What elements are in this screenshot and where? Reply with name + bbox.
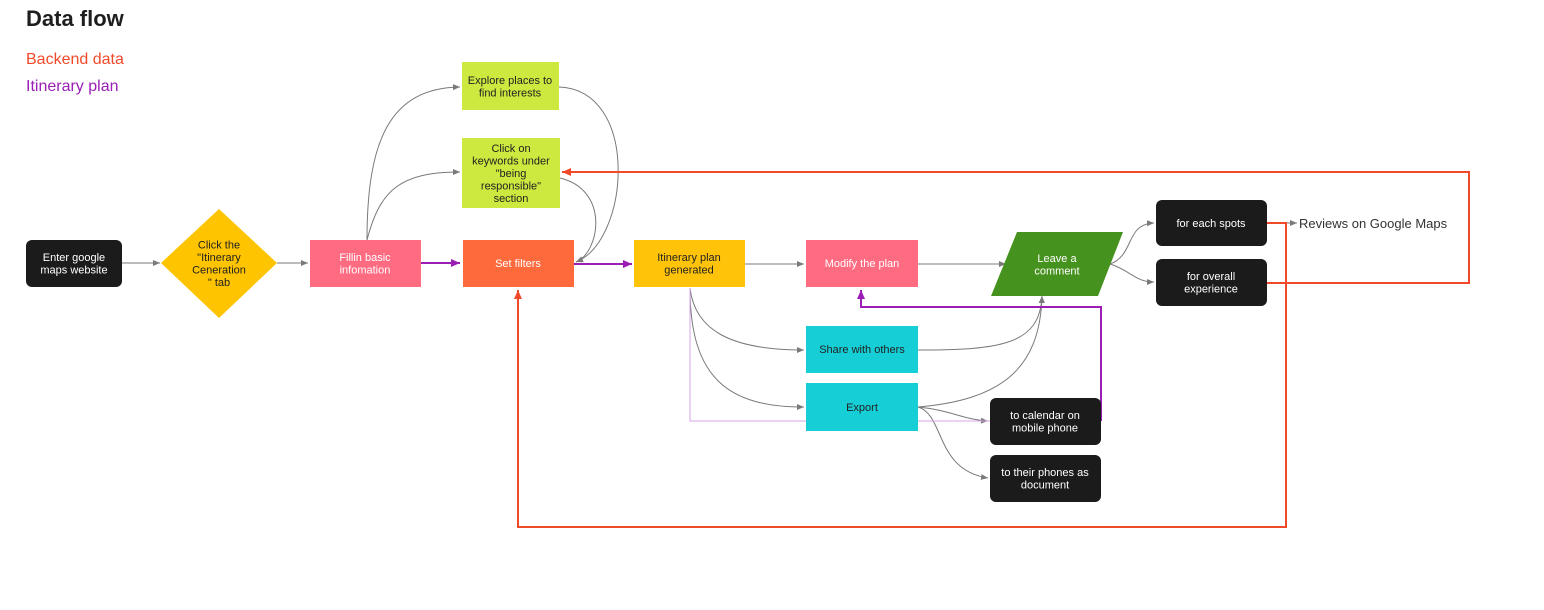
node-label-overall-line-2: experience xyxy=(1184,283,1238,295)
node-label-generated-line-2: generated xyxy=(664,264,714,276)
node-click-itinerary-tab[interactable] xyxy=(161,209,277,318)
diagram-title: Data flow xyxy=(26,6,124,31)
node-label-keywords-line-2: keywords under xyxy=(472,156,550,168)
edge-comment-to-each-spot xyxy=(1109,220,1155,265)
node-label-export-line-1: Export xyxy=(846,402,878,414)
edge-generated-to-export xyxy=(689,287,805,410)
node-label-click-tab-line-2: "Itinerary xyxy=(197,252,241,264)
node-set-filters[interactable] xyxy=(463,240,574,287)
node-label-keywords-line-1: Click on xyxy=(491,143,530,155)
node-leave-comment[interactable] xyxy=(991,232,1123,296)
reviews-on-google-maps-label: Reviews on Google Maps xyxy=(1299,216,1448,231)
node-label-enter-line-2: maps website xyxy=(40,264,107,276)
node-for-overall-experience[interactable] xyxy=(1156,259,1267,306)
backend-lines xyxy=(514,168,1470,528)
node-label-keywords-line-5: section xyxy=(494,193,529,205)
node-label-phones-doc-line-2: document xyxy=(1021,479,1069,491)
edge-overall-to-keywords xyxy=(562,168,1470,284)
node-label-share-line-1: Share with others xyxy=(819,344,905,356)
node-label-fill-info-line-1: Fillin basic xyxy=(339,252,391,264)
node-export[interactable] xyxy=(806,383,918,431)
node-label-explore-line-1: Explore places to xyxy=(468,75,552,87)
node-label-click-tab-line-3: Ceneration xyxy=(192,264,246,276)
node-label-generated-line-1: Itinerary plan xyxy=(657,252,721,264)
node-label-enter-line-1: Enter google xyxy=(43,252,105,264)
node-label-phones-doc-line-1: to their phones as xyxy=(1001,467,1089,479)
node-for-each-spots[interactable] xyxy=(1156,200,1267,246)
node-label-fill-info-line-2: infomation xyxy=(340,264,391,276)
edge-share-to-comment xyxy=(917,295,1045,351)
node-to-calendar[interactable] xyxy=(990,398,1101,445)
edge-keywords-to-set-filters xyxy=(559,177,597,263)
node-itinerary-generated[interactable] xyxy=(634,240,745,287)
node-label-calendar-line-1: to calendar on xyxy=(1010,410,1080,422)
legend-itinerary-plan: Itinerary plan xyxy=(26,78,119,95)
node-label-click-tab-line-1: Click the xyxy=(198,239,240,251)
nodes xyxy=(26,62,1267,502)
node-explore-places[interactable] xyxy=(462,62,559,110)
node-label-modify-line-1: Modify the plan xyxy=(825,258,900,270)
node-label-set-filters-line-1: Set filters xyxy=(495,258,541,270)
node-label-overall-line-1: for overall xyxy=(1187,271,1235,283)
node-label-click-tab-line-4: " tab xyxy=(208,277,230,289)
edge-explore-to-set-filters xyxy=(558,86,619,263)
node-label-keywords-line-3: "being xyxy=(496,168,527,180)
edge-calendar-to-modify xyxy=(857,290,1102,421)
node-label-each-spot-line-1: for each spots xyxy=(1176,218,1246,230)
node-label-comment-line-1: Leave a xyxy=(1037,253,1077,265)
edge-comment-to-overall xyxy=(1109,263,1155,285)
edge-each-spot-to-set-filters xyxy=(514,222,1287,528)
legend-backend-data: Backend data xyxy=(26,51,124,68)
node-enter-google-maps[interactable] xyxy=(26,240,122,287)
edge-fill-info-to-explore xyxy=(366,84,461,241)
node-to-phones-document[interactable] xyxy=(990,455,1101,502)
node-label-comment-line-2: comment xyxy=(1034,265,1079,277)
node-label-explore-line-2: find interests xyxy=(479,87,542,99)
node-share-with-others[interactable] xyxy=(806,326,918,373)
edge-export-to-calendar xyxy=(917,406,989,424)
node-fill-basic-info[interactable] xyxy=(310,240,421,287)
edge-fill-info-to-keywords xyxy=(366,169,461,241)
edge-generated-to-share xyxy=(689,287,805,353)
edge-export-to-comment xyxy=(917,295,1045,408)
edge-export-to-phones xyxy=(917,406,989,480)
node-label-keywords-line-4: responsible" xyxy=(481,181,541,193)
node-label-calendar-line-2: mobile phone xyxy=(1012,422,1078,434)
node-click-keywords[interactable] xyxy=(462,138,560,208)
node-modify-plan[interactable] xyxy=(806,240,918,287)
